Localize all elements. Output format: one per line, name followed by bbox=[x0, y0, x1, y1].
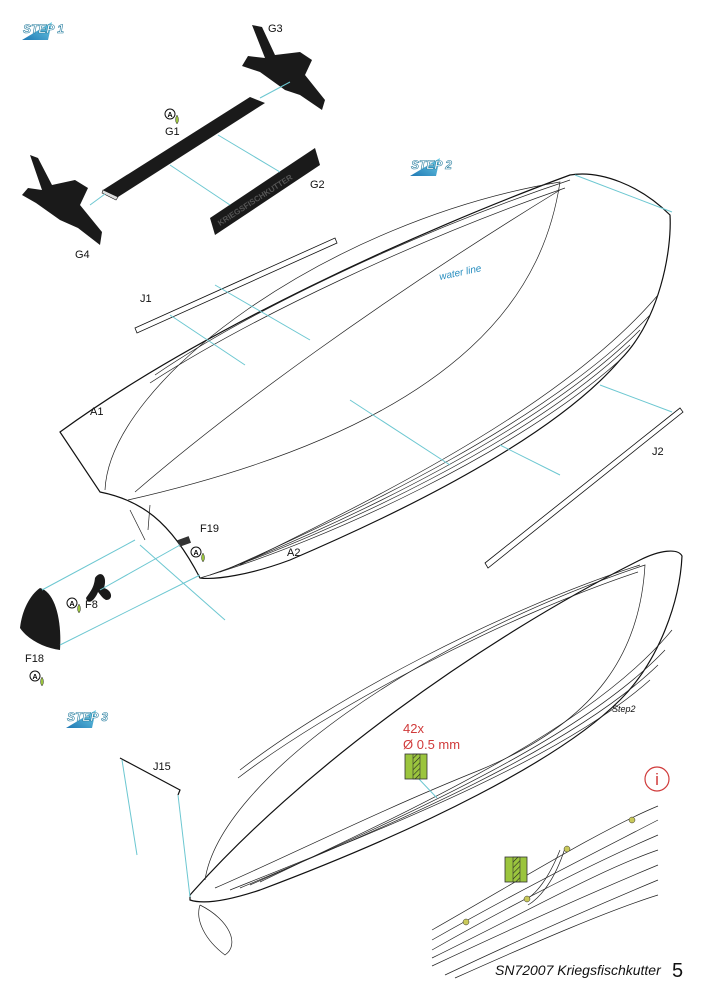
guide-lines-step1 bbox=[89, 81, 291, 206]
label-a2: A2 bbox=[287, 547, 300, 559]
footer-title: SN72007 Kriegsfischkutter bbox=[495, 962, 662, 978]
page-number: 5 bbox=[672, 960, 683, 982]
part-f8-propeller bbox=[86, 574, 112, 602]
part-j1-rail bbox=[134, 237, 338, 334]
drill-size: Ø 0.5 mm bbox=[403, 737, 460, 752]
svg-text:STEP 1: STEP 1 bbox=[23, 22, 64, 36]
svg-text:STEP 3: STEP 3 bbox=[67, 710, 108, 724]
label-j1: J1 bbox=[140, 293, 152, 305]
glue-icon bbox=[66, 597, 81, 614]
hull-step3 bbox=[189, 550, 683, 956]
glue-icon bbox=[164, 108, 179, 125]
label-f8: F8 bbox=[85, 599, 98, 611]
step3-badge: STEP 3 bbox=[66, 710, 109, 728]
drill-icon bbox=[404, 753, 428, 780]
label-g4: G4 bbox=[75, 249, 90, 261]
hull-step2 bbox=[59, 173, 671, 579]
label-j2: J2 bbox=[652, 446, 664, 458]
svg-text:i: i bbox=[655, 770, 659, 789]
info-icon[interactable]: i bbox=[644, 766, 670, 792]
guide-lines-step3 bbox=[121, 759, 438, 898]
guide-lines-step2 bbox=[41, 174, 673, 646]
part-g3-stand bbox=[242, 25, 325, 110]
hole-quantity: 42x bbox=[403, 721, 424, 736]
part-g2-nameplate: KRIEGSFISCHKUTTER bbox=[210, 148, 320, 235]
label-g2: G2 bbox=[310, 179, 325, 191]
part-j2-rail bbox=[484, 407, 684, 569]
label-f19: F19 bbox=[200, 523, 219, 535]
part-g4-stand bbox=[22, 155, 102, 245]
svg-text:KRIEGSFISCHKUTTER: KRIEGSFISCHKUTTER bbox=[216, 173, 294, 228]
label-j15: J15 bbox=[153, 761, 171, 773]
label-a1: A1 bbox=[90, 406, 103, 418]
label-f18: F18 bbox=[25, 653, 44, 665]
part-g1-beam bbox=[101, 97, 265, 201]
step2-reference: Step2 bbox=[612, 704, 636, 714]
drill-icon-detail bbox=[504, 856, 528, 883]
part-f18-rudder bbox=[20, 588, 61, 650]
svg-text:STEP 2: STEP 2 bbox=[411, 158, 452, 172]
glue-icon bbox=[29, 670, 44, 687]
label-g3: G3 bbox=[268, 23, 283, 35]
part-f19-shaft bbox=[177, 536, 192, 547]
detail-inset bbox=[431, 805, 659, 979]
step1-badge: STEP 1 bbox=[22, 22, 65, 40]
label-g1: G1 bbox=[165, 126, 180, 138]
step2-badge: STEP 2 bbox=[410, 158, 453, 176]
part-j15 bbox=[119, 757, 181, 796]
